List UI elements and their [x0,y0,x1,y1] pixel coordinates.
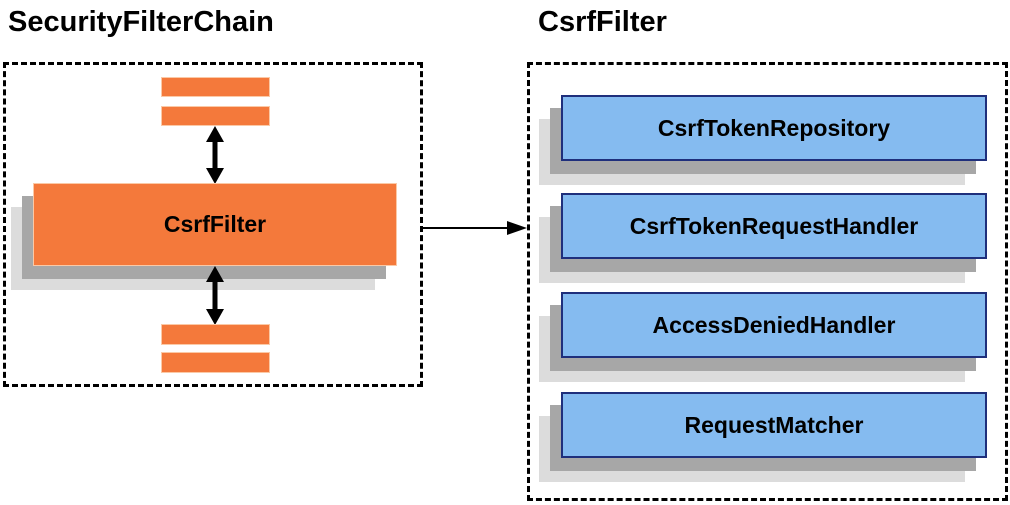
security-filter-chain-container [3,62,423,387]
double-arrow-icon [203,266,227,325]
component-node-label: AccessDeniedHandler [652,311,896,338]
arrow-right-icon [423,219,527,237]
csrf-filter-node-label: CsrfFilter [163,211,267,237]
security-filter-chain-title: SecurityFilterChain [8,6,274,38]
component-node: CsrfTokenRequestHandler [561,193,987,259]
double-arrow-icon [203,126,227,184]
filter-placeholder-bar [161,324,270,345]
csrf-filter-node: CsrfFilter [33,183,397,266]
component-node: CsrfTokenRepository [561,95,987,161]
filter-placeholder-bar [161,352,270,373]
component-node-label: RequestMatcher [684,411,864,438]
component-node: AccessDeniedHandler [561,292,987,358]
csrf-filter-container [527,62,1008,501]
filter-placeholder-bar [161,77,270,97]
component-node-label: CsrfTokenRepository [657,114,891,141]
component-node: RequestMatcher [561,392,987,458]
component-node-label: CsrfTokenRequestHandler [629,212,919,239]
filter-placeholder-bar [161,106,270,126]
csrf-filter-title: CsrfFilter [538,6,667,38]
